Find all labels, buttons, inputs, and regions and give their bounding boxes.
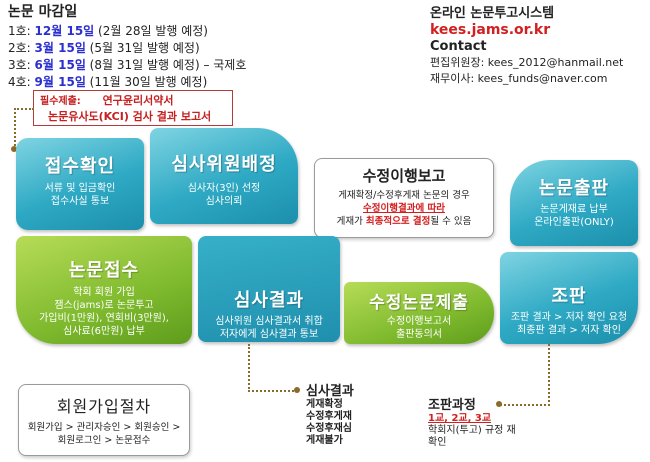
step-review-result: 심사결과 심사위원 심사결과서 취합 저자에게 심사결과 통보 <box>198 236 340 342</box>
typeset-connector <box>500 344 550 406</box>
typeset-notes-title: 조판과정 <box>428 398 476 413</box>
deadline-publish-date: (2월 28일 발행 예정) <box>94 24 208 38</box>
result-notes-item: 게재불가 <box>306 435 343 446</box>
revision-report-line3-post: 될 수 있음 <box>430 216 472 227</box>
required-line1: 연구윤리서약서 <box>102 94 174 107</box>
typeset-notes-line2: 확인 <box>428 437 447 448</box>
deadline-extra: – 국제호 <box>199 58 247 72</box>
typeset-notes: 조판과정 1교, 2교, 3교 학회지(투고) 규정 재 확인 <box>428 398 516 449</box>
typeset-sub2: 최종판 결과 > 저자 확인 <box>517 325 621 336</box>
result-connector <box>248 344 298 392</box>
membership-sub1: 회원가입 > 관리자승인 > 회원승인 > <box>27 422 181 433</box>
publish-title: 논문출판 <box>538 178 610 199</box>
deadline-issue: 4호: <box>8 75 35 89</box>
typeset-notes-rounds: 1교, 2교, 3교 <box>428 413 492 424</box>
deadline-publish-date: (11월 30일 발행 예정) <box>85 75 208 89</box>
deadline-issue: 2호: <box>8 41 35 55</box>
submission-title: 논문접수 <box>68 260 140 281</box>
required-line2: 논문유사도(KCI) 검사 결과 보고서 <box>48 110 212 123</box>
deadline-date: 12월 15일 <box>34 24 95 38</box>
online-block: 온라인 논문투고시스템 kees.jams.or.kr Contact 편집위원… <box>430 6 623 87</box>
typeset-title: 조판 <box>551 286 587 307</box>
required-box: 필수제출: 연구윤리서약서 논문유사도(KCI) 검사 결과 보고서 <box>33 90 233 126</box>
receipt-confirm-sub1: 서류 및 입금확인 <box>44 183 116 194</box>
review-result-sub1: 심사위원 심사결과서 취합 <box>215 316 323 327</box>
deadline-date: 3월 15일 <box>34 41 86 55</box>
editor-email: 편집위원장: kees_2012@hanmail.net <box>430 56 624 69</box>
deadline-date: 6월 15일 <box>34 58 86 72</box>
review-result-sub2: 저자에게 심사결과 통보 <box>219 329 319 340</box>
deadline-line: 1호: 12월 15일 (2월 28일 발행 예정) <box>8 23 246 40</box>
deadline-publish-date: (5월 31일 발행 예정) <box>85 41 200 55</box>
typeset-notes-line1: 학회지(투고) 규정 재 <box>428 425 516 436</box>
deadline-list: 1호: 12월 15일 (2월 28일 발행 예정)2호: 3월 15일 (5월… <box>8 23 246 91</box>
deadline-line: 3호: 6월 15일 (8월 31일 발행 예정) – 국제호 <box>8 57 246 74</box>
deadline-date: 9월 15일 <box>34 75 86 89</box>
revised-submit-sub2: 출판동의서 <box>396 329 442 340</box>
step-submission: 논문접수 학회 회원 가입 잼스(jams)로 논문투고 가입비(1만원), 연… <box>16 236 192 344</box>
deadline-publish-date: (8월 31일 발행 예정) <box>85 58 200 72</box>
reviewer-assign-sub2: 심사의뢰 <box>205 196 243 207</box>
step-publish: 논문출판 논문게재료 납부 온라인출판(ONLY) <box>510 160 638 246</box>
revision-report-line3-red: 최종적으로 결정 <box>365 216 431 227</box>
typeset-connector-dot <box>496 401 502 407</box>
revision-report-line2: 수정이행결과에 따라 <box>363 203 445 214</box>
revision-report-line1: 게재확정/수정후게재 논문의 경우 <box>338 190 470 201</box>
step-reviewer-assign: 심사위원배정 심사자(3인) 선정 심사의뢰 <box>150 128 298 224</box>
result-connector-dot <box>294 387 300 393</box>
step-typeset: 조판 조판 결과 > 저자 확인 요청 최종판 결과 > 저자 확인 <box>500 252 638 344</box>
publish-sub1: 논문게재료 납부 <box>540 204 608 215</box>
result-notes-item: 수정후재심 <box>306 423 352 434</box>
typeset-sub1: 조판 결과 > 저자 확인 요청 <box>510 312 628 323</box>
deadline-line: 2호: 3월 15일 (5월 31일 발행 예정) <box>8 40 246 57</box>
step-receipt-confirm: 접수확인 서류 및 입금확인 접수사실 통보 <box>16 138 144 230</box>
receipt-confirm-sub2: 접수사실 통보 <box>50 196 110 207</box>
required-label: 필수제출: <box>40 96 81 107</box>
membership-sub2: 회원로그인 > 논문접수 <box>57 435 151 446</box>
revision-report-line3-pre: 게재가 <box>336 216 366 227</box>
result-notes-title: 심사결과 <box>306 384 354 399</box>
revised-submit-sub1: 수정이행보고서 <box>386 316 452 327</box>
contact-title: Contact <box>430 39 487 54</box>
revised-submit-title: 수정논문제출 <box>369 293 469 313</box>
reviewer-assign-title: 심사위원배정 <box>171 154 277 175</box>
result-notes-item: 수정후게재 <box>306 411 352 422</box>
membership-title: 회원가입절차 <box>56 397 152 416</box>
submission-sub1: 학회 회원 가입 <box>73 287 135 298</box>
revision-report-title: 수정이행보고 <box>362 167 446 185</box>
deadline-issue: 1호: <box>8 24 35 38</box>
publish-sub2: 온라인출판(ONLY) <box>534 217 614 228</box>
deadline-block: 논문 마감일 1호: 12월 15일 (2월 28일 발행 예정)2호: 3월 … <box>8 4 246 91</box>
required-connector-dot <box>11 146 17 152</box>
submission-sub3: 가입비(1만원), 연회비(3만원), <box>39 313 169 324</box>
finance-email: 재무이사: kees_funds@naver.com <box>430 72 608 85</box>
step-revision-report: 수정이행보고 게재확정/수정후게재 논문의 경우 수정이행결과에 따라 게재가 … <box>314 158 494 238</box>
required-connector <box>14 108 34 150</box>
deadline-title: 논문 마감일 <box>8 4 78 20</box>
step-membership: 회원가입절차 회원가입 > 관리자승인 > 회원승인 > 회원로그인 > 논문접… <box>18 384 190 456</box>
submission-sub4: 심사료(6만원) 납부 <box>63 326 145 337</box>
revision-report-line3: 게재가 최종적으로 결정될 수 있음 <box>315 215 493 228</box>
deadline-line: 4호: 9월 15일 (11월 30일 발행 예정) <box>8 74 246 91</box>
online-url[interactable]: kees.jams.or.kr <box>430 22 551 38</box>
reviewer-assign-sub1: 심사자(3인) 선정 <box>187 183 261 194</box>
receipt-confirm-title: 접수확인 <box>44 156 116 177</box>
review-result-title: 심사결과 <box>233 290 305 311</box>
deadline-issue: 3호: <box>8 58 35 72</box>
online-title: 온라인 논문투고시스템 <box>430 6 555 21</box>
submission-sub2: 잼스(jams)로 논문투고 <box>54 300 154 311</box>
result-notes-item: 게재확정 <box>306 399 343 410</box>
step-revised-submit: 수정논문제출 수정이행보고서 출판동의서 <box>344 282 494 344</box>
